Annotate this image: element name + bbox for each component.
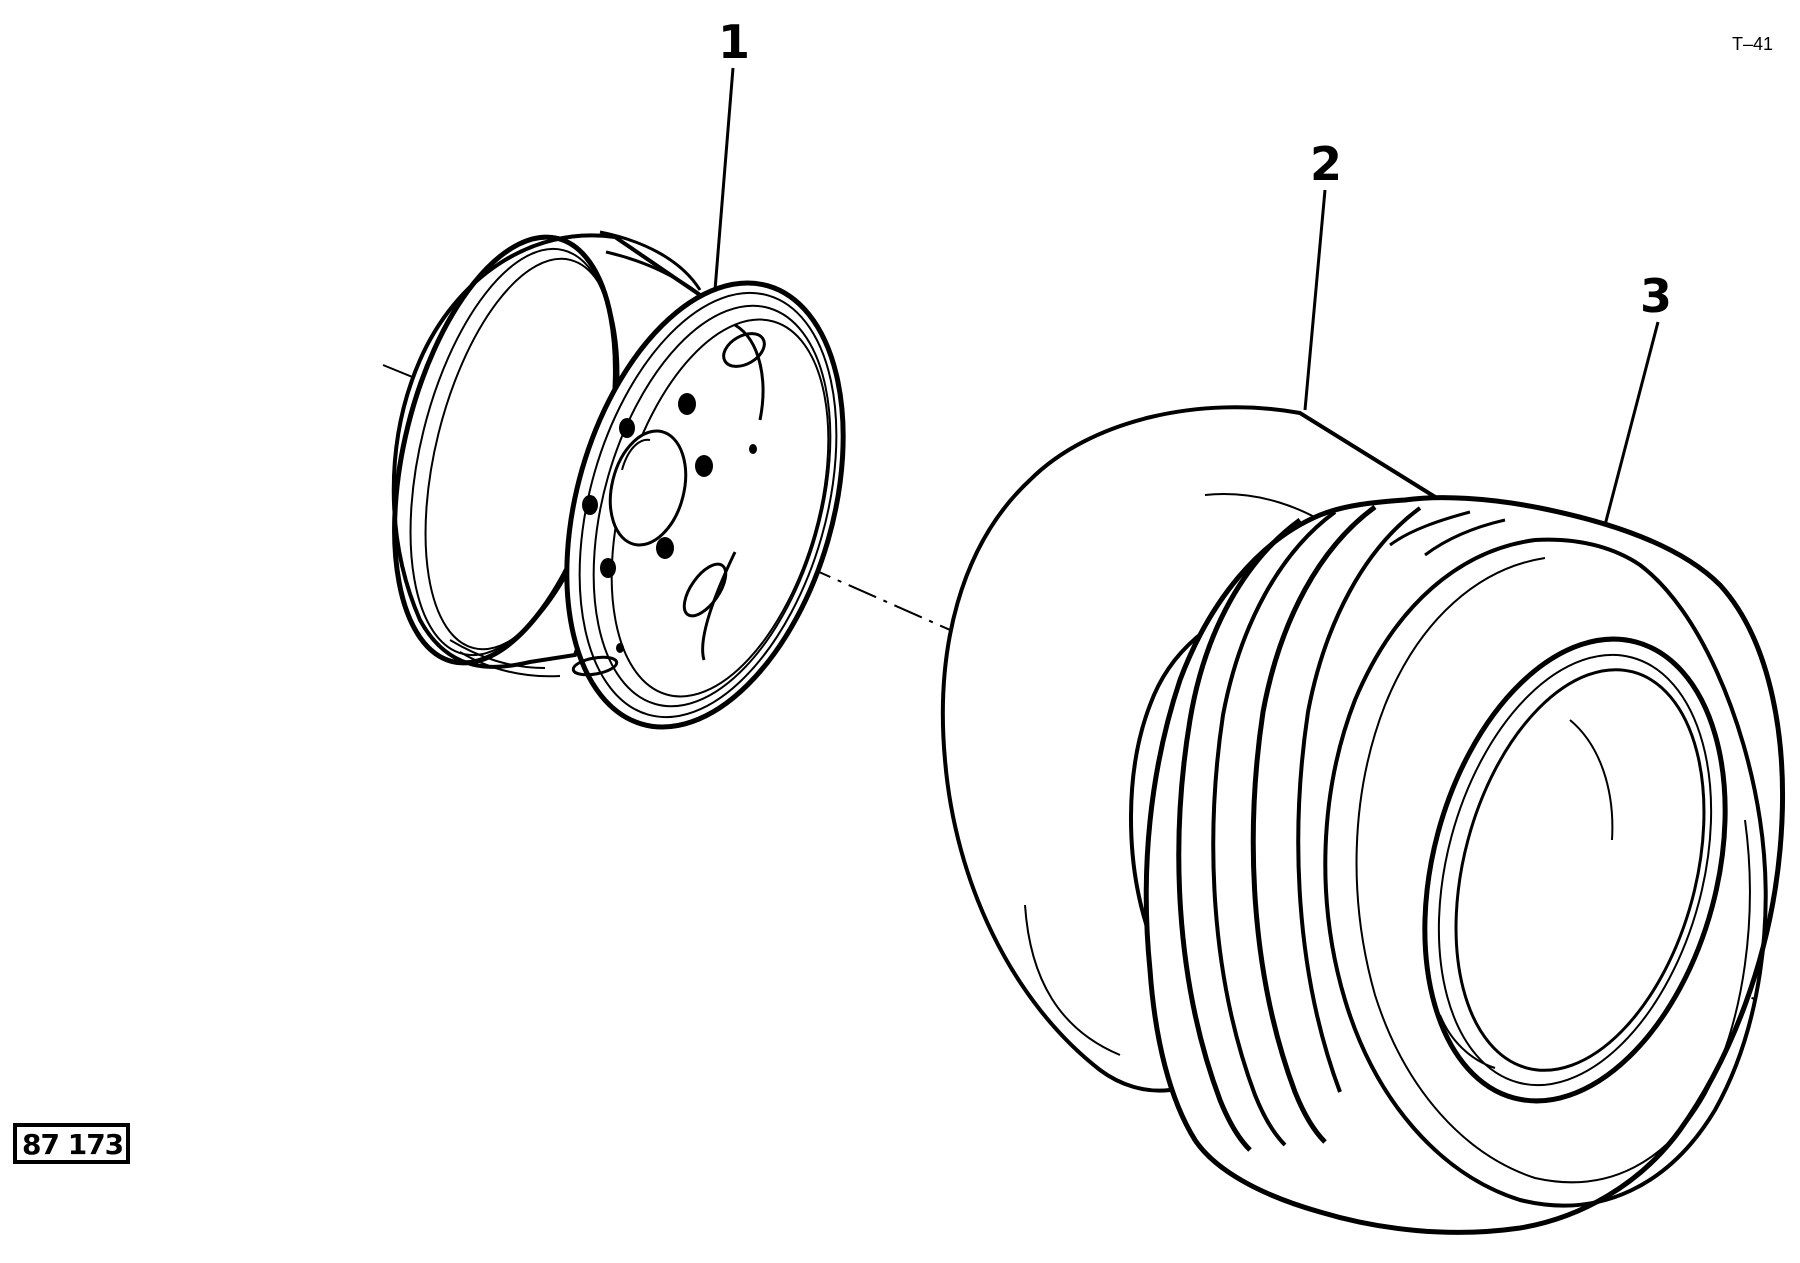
callout-1-rim: 1 bbox=[718, 15, 750, 69]
callout-3-tyre: 3 bbox=[1640, 269, 1672, 323]
figure-number: 87 173 bbox=[22, 1128, 123, 1161]
wheel-rim bbox=[391, 230, 846, 730]
leader-lines bbox=[713, 67, 1660, 526]
figure-number-stamp: 87 173 bbox=[13, 1123, 130, 1164]
tyre bbox=[1129, 495, 1785, 1235]
page-code: T–41 bbox=[1732, 34, 1773, 54]
callout-2-tube: 2 bbox=[1310, 137, 1342, 191]
